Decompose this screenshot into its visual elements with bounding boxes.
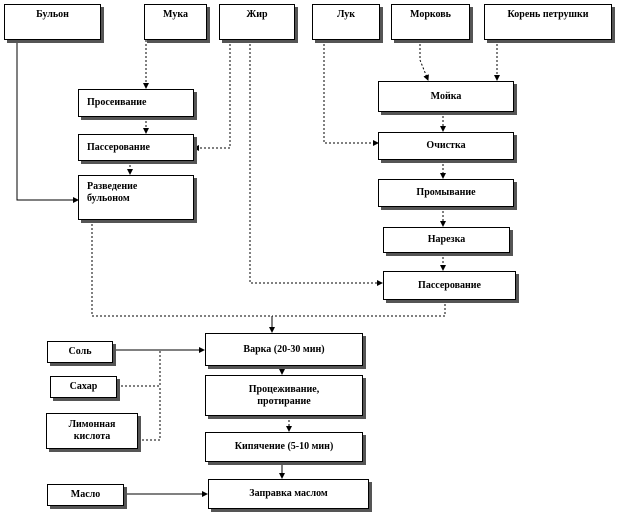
ingredient-flour: Мука: [144, 4, 207, 40]
step-rinsing: Промывание: [378, 179, 514, 207]
ingredient-salt: Соль: [47, 341, 113, 363]
line-fat-to-sauteing-flour: [193, 40, 231, 151]
ingredient-butter: Масло: [47, 484, 124, 506]
step-boiling: Кипячение (5-10 мин): [205, 432, 363, 462]
ingredient-fat: Жир: [219, 4, 295, 40]
ingredient-carrot: Морковь: [391, 4, 470, 40]
step-straining: Процеживание, протирание: [205, 375, 363, 416]
step-cooking: Варка (20-30 мин): [205, 333, 363, 366]
line-onion-to-peeling: [323, 40, 379, 146]
ingredient-broth: Бульон: [4, 4, 101, 40]
ingredient-onion: Лук: [312, 4, 380, 40]
step-dressing-with-butter: Заправка маслом: [208, 479, 369, 509]
line-acid-join: [138, 386, 161, 441]
line-carrot-to-washing: [419, 40, 429, 81]
line-fat-to-sauteing-veg: [249, 40, 383, 286]
step-peeling: Очистка: [378, 132, 514, 160]
ingredient-citric-acid: Лимонная кислота: [46, 413, 138, 449]
step-sauteing-flour: Пассерование: [78, 134, 194, 161]
line-broth-to-dilution: [16, 40, 79, 203]
line-sugar-join: [117, 350, 161, 387]
ingredient-parsley-root: Корень петрушки: [484, 4, 612, 40]
step-washing: Мойка: [378, 81, 514, 112]
step-cutting: Нарезка: [383, 227, 510, 253]
line-sauteing-veg-down: [272, 300, 446, 317]
step-sauteing-vegetables: Пассерование: [383, 271, 516, 300]
ingredient-sugar: Сахар: [50, 376, 117, 398]
line-dilution-down: [91, 220, 272, 317]
step-dilution-with-broth: Разведение бульоном: [78, 175, 194, 220]
step-sifting: Просеивание: [78, 89, 194, 117]
